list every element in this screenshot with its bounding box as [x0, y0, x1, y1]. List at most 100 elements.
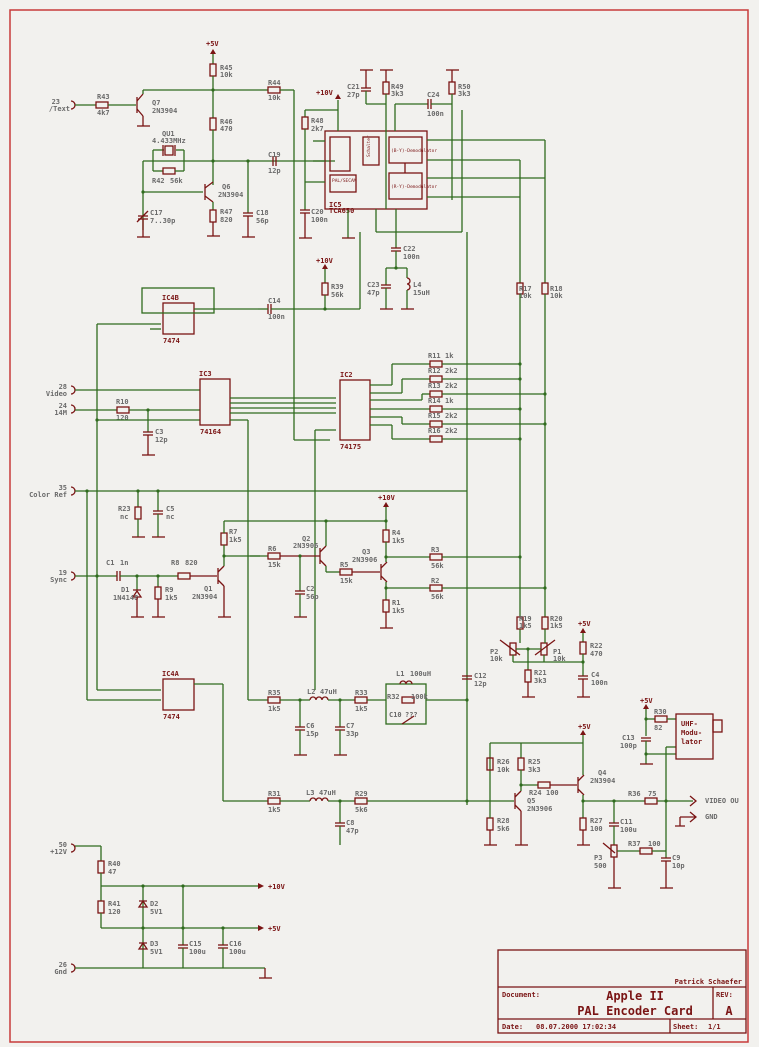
- r6-value: 15k: [268, 561, 281, 569]
- c13-value: 100p: [620, 742, 637, 750]
- q2-part: 2N3906: [293, 542, 318, 550]
- resistor-r2: [429, 584, 443, 592]
- c1-value: 1n: [120, 559, 128, 567]
- r26-ref: R26: [497, 758, 510, 766]
- r43-value: 4k7: [97, 109, 110, 117]
- r50-ref: R50: [458, 83, 471, 91]
- c12-ref: C12: [474, 672, 487, 680]
- r37-ref: R37: [628, 840, 641, 848]
- l1-value: 100uH: [410, 670, 431, 678]
- c5-value: nc: [166, 513, 174, 521]
- sheet-label: Sheet:: [673, 1023, 698, 1031]
- l3-ref: L3: [306, 789, 314, 797]
- r32-ref: R32: [387, 693, 400, 701]
- r5-ref: R5: [340, 561, 348, 569]
- d2-value: 5V1: [150, 908, 163, 916]
- r11-ref: R11: [428, 352, 441, 360]
- r14-value: 1k: [445, 397, 454, 405]
- rail-p5v-label-uhf: +5V: [640, 697, 653, 705]
- resistor-r39: [321, 282, 329, 296]
- inductor-l2: [309, 696, 329, 701]
- q3-ref: Q3: [362, 548, 370, 556]
- resistor-r3: [429, 553, 443, 561]
- crystal-qu1: [164, 145, 174, 156]
- connector-colorref-pin: 35: [59, 484, 67, 492]
- q1-ref: Q1: [204, 585, 212, 593]
- r4-ref: R4: [392, 529, 400, 537]
- q7-ref: Q7: [152, 99, 160, 107]
- c24-ref: C24: [427, 91, 440, 99]
- sync-section: 35 Color Ref R23 nc C5 nc 19 Sync C1 1n: [29, 484, 547, 700]
- connector-14m-pin: 24: [59, 402, 67, 410]
- c5-ref: C5: [166, 505, 174, 513]
- resistor-r43: [95, 101, 109, 109]
- title-line-2: PAL Encoder Card: [577, 1004, 693, 1018]
- rail-p10v-label-r39: +10V: [316, 257, 334, 265]
- p2-ref: P2: [490, 648, 498, 656]
- connector-text-icon: [70, 100, 76, 110]
- resistor-r33: [354, 696, 368, 704]
- qu1-ref: QU1: [162, 130, 175, 138]
- trimmer-c17: [136, 210, 149, 223]
- q5-ref: Q5: [527, 797, 535, 805]
- resistor-r36: [644, 797, 658, 805]
- resistor-r44: [267, 86, 281, 94]
- r42-value: 56k: [170, 177, 183, 185]
- zener-d3: [137, 941, 149, 950]
- c21-ref: C21: [347, 83, 360, 91]
- r35-ref: R35: [268, 689, 281, 697]
- q6-part: 2N3904: [218, 191, 243, 199]
- r23-ref: R23: [118, 505, 131, 513]
- resistor-r18: [541, 282, 549, 295]
- output-stage: R26 10k R28 5k6 Q5 2N3906 R25 3k3 R24 10…: [467, 697, 739, 889]
- resistor-r27: [579, 817, 587, 831]
- r1-ref: R1: [392, 599, 400, 607]
- r20-ref: R20: [550, 615, 563, 623]
- resistor-r32: [401, 696, 415, 704]
- c11-value: 100u: [620, 826, 637, 834]
- r25-value: 3k3: [528, 766, 541, 774]
- ic3-ref: IC3: [199, 370, 212, 378]
- resistor-r22: [579, 641, 587, 655]
- d2-ref: D2: [150, 900, 158, 908]
- l3-value: 47uH: [319, 789, 336, 797]
- c6-ref: C6: [306, 722, 314, 730]
- d3-ref: D3: [150, 940, 158, 948]
- connector-gnd-pin: 26: [59, 961, 67, 969]
- r7-value: 1k5: [229, 536, 242, 544]
- r17-ref: R17: [519, 285, 532, 293]
- resistor-r6: [267, 552, 281, 560]
- r29-ref: R29: [355, 790, 368, 798]
- r47-ref: R47: [220, 208, 233, 216]
- r27-ref: R27: [590, 817, 603, 825]
- c21-value: 27p: [347, 91, 360, 99]
- ic5-block-ry-demod: (R-Y)-Demodulator: [391, 184, 437, 190]
- r23-value: nc: [120, 513, 128, 521]
- power-supply: 50 +12V R40 47 +10V R41 120 +5V D2 5V1 D…: [50, 841, 286, 979]
- r15-value: 2k2: [445, 412, 458, 420]
- connector-sync-pin: 19: [59, 569, 67, 577]
- qu1-value: 4.433MHz: [152, 137, 186, 145]
- trimmer-c10: [401, 715, 415, 725]
- c22-value: 100n: [403, 253, 420, 261]
- r28-ref: R28: [497, 817, 510, 825]
- r33-value: 1k5: [355, 705, 368, 713]
- r12-value: 2k2: [445, 367, 458, 375]
- r19-ref: R19: [519, 615, 532, 623]
- r47-value: 820: [220, 216, 233, 224]
- r42-ref: R42: [152, 177, 165, 185]
- l2-value: 47uH: [320, 688, 337, 696]
- r6-ref: R6: [268, 545, 276, 553]
- r2-value: 56k: [431, 593, 444, 601]
- r13-value: 2k2: [445, 382, 458, 390]
- c7-value: 33p: [346, 730, 359, 738]
- r46-ref: R46: [220, 118, 233, 126]
- connector-sync-name: Sync: [50, 576, 67, 584]
- r33-ref: R33: [355, 689, 368, 697]
- ic3-74164: 28 Video 24 14M R10 120 C3 12p IC3 74164: [46, 370, 336, 700]
- r4-value: 1k5: [392, 537, 405, 545]
- pot-section: R19 1k5 R20 1k5 P2 10k P1 10k R21 3k3 +5…: [490, 615, 608, 698]
- r45-ref: R45: [220, 64, 233, 72]
- p3-value: 500: [594, 862, 607, 870]
- c18-ref: C18: [256, 209, 269, 217]
